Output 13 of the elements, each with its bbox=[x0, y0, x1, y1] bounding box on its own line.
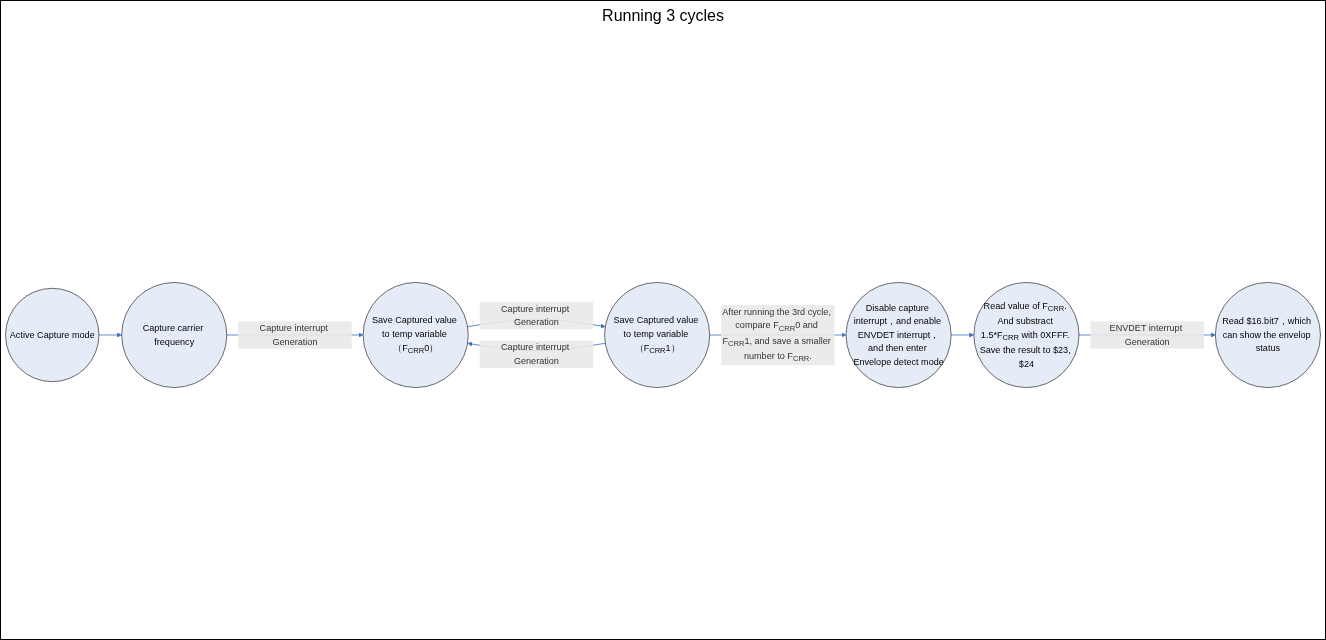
node-circle: Save Captured value to temp variable （F$_{CRR}$0） bbox=[362, 282, 469, 388]
edge-label: Capture interrupt Generation bbox=[501, 303, 570, 328]
node-circle: Capture carrier frequency bbox=[121, 282, 228, 388]
edge-label: ENVDET interrupt Generation bbox=[1109, 323, 1183, 347]
note-text: Running 3 cycles bbox=[602, 7, 724, 24]
node-circle: Read value of F$_{CRR}$. And substract 1.5*F$_{CRR}$ with 0XFFF. Save the result to $23, $24 bbox=[973, 282, 1080, 388]
node-circle: Read $16.bit7，which can show the envelop status bbox=[1215, 282, 1321, 388]
node-circle: Save Captured value to temp variable （F$_{CRR}$1） bbox=[604, 282, 710, 388]
edge-label: After running the 3rd cycle, compare F$_{CRR}$0 and F$_{CRR}$1, and save a smaller number to F$_{CRR}$. bbox=[722, 306, 831, 364]
edge-label: Capture interrupt Generation bbox=[259, 323, 328, 347]
node-circle: Disable capture interrupt，and enable ENVDET interrupt，and then enter Envelope detect mode bbox=[845, 282, 952, 388]
edge-label: Capture interrupt Generation bbox=[501, 342, 570, 366]
node-circle: Active Capture mode bbox=[5, 288, 100, 382]
